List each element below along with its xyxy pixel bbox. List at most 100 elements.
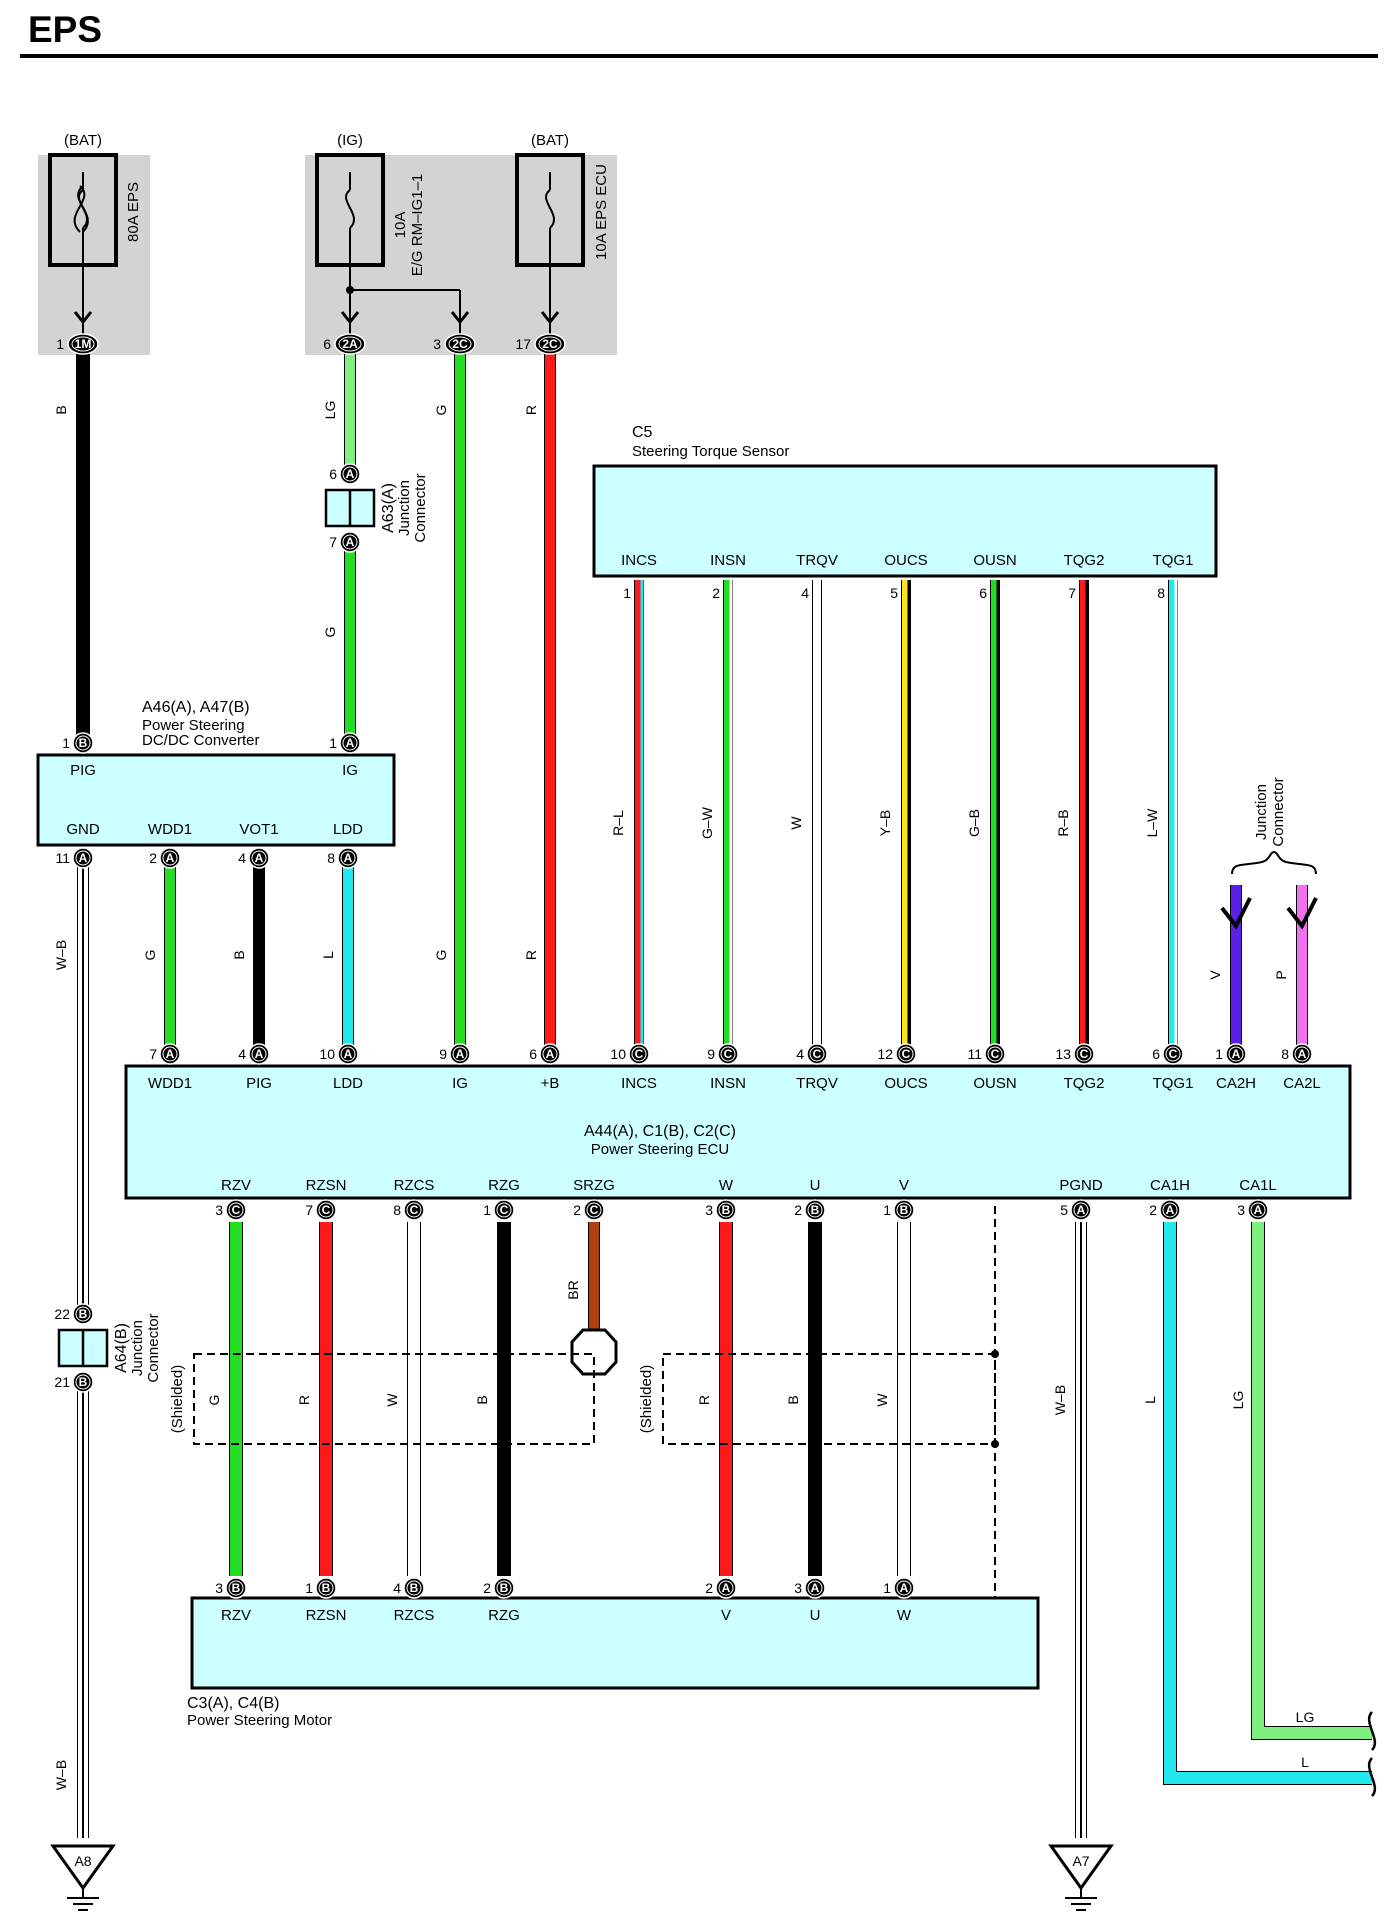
ecu-bottom-pin-2-num: 8 xyxy=(393,1202,401,1218)
shield-dot-top xyxy=(991,1350,999,1358)
fuse2-splice-dot xyxy=(346,286,354,294)
motor-pin-4-num: 2 xyxy=(705,1580,713,1596)
ecu-top-label-0: WDD1 xyxy=(148,1075,192,1092)
dcdc-pin-label-pig: PIG xyxy=(70,762,96,779)
fuse1-connector-ring xyxy=(71,336,95,352)
wire-label-ts-trqv: W xyxy=(788,816,804,830)
ecu-top-pin-2-letter: A xyxy=(344,1047,353,1061)
wire-label-b_vot: B xyxy=(231,950,247,959)
wire-label-v: V xyxy=(1207,970,1223,980)
a64-pin-top-num: 22 xyxy=(54,1306,70,1322)
motor-pin-5-num: 3 xyxy=(794,1580,802,1596)
ecu-bottom-pin-10-letter: A xyxy=(1254,1203,1263,1217)
wire-label-g_ig: G xyxy=(322,627,338,638)
motor-label-3: RZG xyxy=(488,1607,520,1624)
ecu-top-pin-11-ring xyxy=(1165,1046,1181,1062)
ecu-bottom-pin-2-letter: C xyxy=(410,1203,419,1217)
fuse1-connector-label: 1M xyxy=(75,337,92,351)
wire-l-ca1h-outline xyxy=(1163,1222,1372,1785)
fuse1-heavy-element xyxy=(73,185,89,233)
ecu-top-pin-8-letter: C xyxy=(902,1047,911,1061)
dcdc-pin-ldd-letter: A xyxy=(344,851,353,865)
ecu-top-label-4: +B xyxy=(541,1075,560,1092)
wire-label-ts-tqg2: R–B xyxy=(1055,809,1071,836)
wire-lg-ca1l-outline xyxy=(1251,1222,1372,1740)
junction-ca-v-arrow xyxy=(1220,897,1252,930)
a64-pin-bottom-ring xyxy=(75,1374,91,1390)
a63-pin-bottom-ring xyxy=(342,534,358,550)
motor-label-5: U xyxy=(810,1607,821,1624)
ecu-bottom-pin-5-letter: B xyxy=(722,1203,731,1217)
a64-name-2: Connector xyxy=(145,1313,162,1382)
ecu-top-pin-2-num: 10 xyxy=(319,1046,335,1062)
wires xyxy=(76,354,1372,1838)
ecu-top-pin-1-num: 4 xyxy=(238,1046,246,1062)
ecu-bottom-pin-7-num: 1 xyxy=(883,1202,891,1218)
ecu-bottom-label-3: RZG xyxy=(488,1177,520,1194)
ts-pin-label-tqg1: TQG1 xyxy=(1153,552,1194,569)
ecu-top-label-5: INCS xyxy=(621,1075,657,1092)
a64-id: A64(B) xyxy=(113,1323,130,1373)
wire-lg-ca1l xyxy=(1252,1222,1372,1739)
ecu-bottom-pin-10-num: 3 xyxy=(1237,1202,1245,1218)
dcdc-name-2: DC/DC Converter xyxy=(142,732,260,749)
wire-label-ts-oucs: Y–B xyxy=(877,810,893,836)
ecu-top-pin-12-ring xyxy=(1228,1046,1244,1062)
ecu-top-label-9: OUSN xyxy=(973,1075,1016,1092)
ecu-bottom-pin-5-ring xyxy=(718,1202,734,1218)
motor-pin-1-letter: B xyxy=(322,1581,331,1595)
a64-name-1: Junction xyxy=(129,1320,146,1376)
wire-l-ca1h xyxy=(1164,1222,1372,1784)
motor-label-2: RZCS xyxy=(394,1607,435,1624)
ts-pin-label-incs: INCS xyxy=(621,552,657,569)
ecu-top-pin-4-letter: A xyxy=(546,1047,555,1061)
ecu-top-pin-8-num: 12 xyxy=(877,1046,893,1062)
ts-pin-label-trqv: TRQV xyxy=(796,552,838,569)
ts-pin-num-oucs: 5 xyxy=(890,585,898,601)
ecu-top-pin-6-letter: C xyxy=(724,1047,733,1061)
dcdc-pin-vot1-letter: A xyxy=(255,851,264,865)
dcdc-pin-label-wdd1: WDD1 xyxy=(148,821,192,838)
fuse1-source: (BAT) xyxy=(64,132,102,149)
wire-label-g_ig2: G xyxy=(433,405,449,416)
shield-drain-octagon xyxy=(570,1328,618,1376)
ecu-bottom-pin-9-ring xyxy=(1162,1202,1178,1218)
ecu-bottom-pin-10-ring xyxy=(1250,1202,1266,1218)
a63-pin-top-ring xyxy=(342,466,358,482)
motor-label-0: RZV xyxy=(221,1607,251,1624)
ecu-top-pin-7-letter: C xyxy=(813,1047,822,1061)
ground-a8-label: A8 xyxy=(74,1853,91,1869)
ecu-top-pin-13-letter: A xyxy=(1298,1047,1307,1061)
wire-label-ts-tqg1: L–W xyxy=(1144,808,1160,838)
dcdc-name-1: Power Steering xyxy=(142,717,245,734)
shield-dot-bottom xyxy=(991,1440,999,1448)
a64-pin-top-letter: B xyxy=(79,1307,88,1321)
fuse1-connector-num: 1 xyxy=(56,336,64,352)
fuse2-label-name: E/G RM–IG1–1 xyxy=(409,174,426,277)
dcdc-pin-ig-num: 1 xyxy=(329,735,337,751)
ecu-bottom-pin-8-letter: A xyxy=(1077,1203,1086,1217)
ts-pin-label-ousn: OUSN xyxy=(973,552,1016,569)
ecu-bottom-pin-0-letter: C xyxy=(232,1203,241,1217)
wire-label-l_ca1h: L xyxy=(1142,1396,1158,1404)
wire-continuation-breaks xyxy=(1367,1711,1377,1797)
dcdc-pin-gnd-ring xyxy=(75,850,91,866)
ecu-bottom-pin-6-ring xyxy=(807,1202,823,1218)
ecu-bottom-label-8: PGND xyxy=(1059,1177,1103,1194)
ecu-bottom-pin-1-num: 7 xyxy=(305,1202,313,1218)
ecu-top-pin-3-num: 9 xyxy=(439,1046,447,1062)
ecu-top-pin-2-ring xyxy=(340,1046,356,1062)
ecu-top-pin-12-letter: A xyxy=(1232,1047,1241,1061)
junction-ca-name-1: Junction xyxy=(1253,784,1270,840)
ecu-top-label-13: CA2L xyxy=(1283,1075,1321,1092)
ground-a8-triangle xyxy=(50,1844,116,1891)
dcdc-pin-wdd1-letter: A xyxy=(166,851,175,865)
ecu-bottom-label-10: CA1L xyxy=(1239,1177,1277,1194)
motor-pin-4-ring xyxy=(718,1580,734,1596)
dcdc-pin-vot1-ring xyxy=(251,850,267,866)
ecu-bottom-pin-9-num: 2 xyxy=(1149,1202,1157,1218)
dcdc-pin-gnd-num: 11 xyxy=(55,850,70,866)
dcdc-pin-wdd1-num: 2 xyxy=(149,850,157,866)
